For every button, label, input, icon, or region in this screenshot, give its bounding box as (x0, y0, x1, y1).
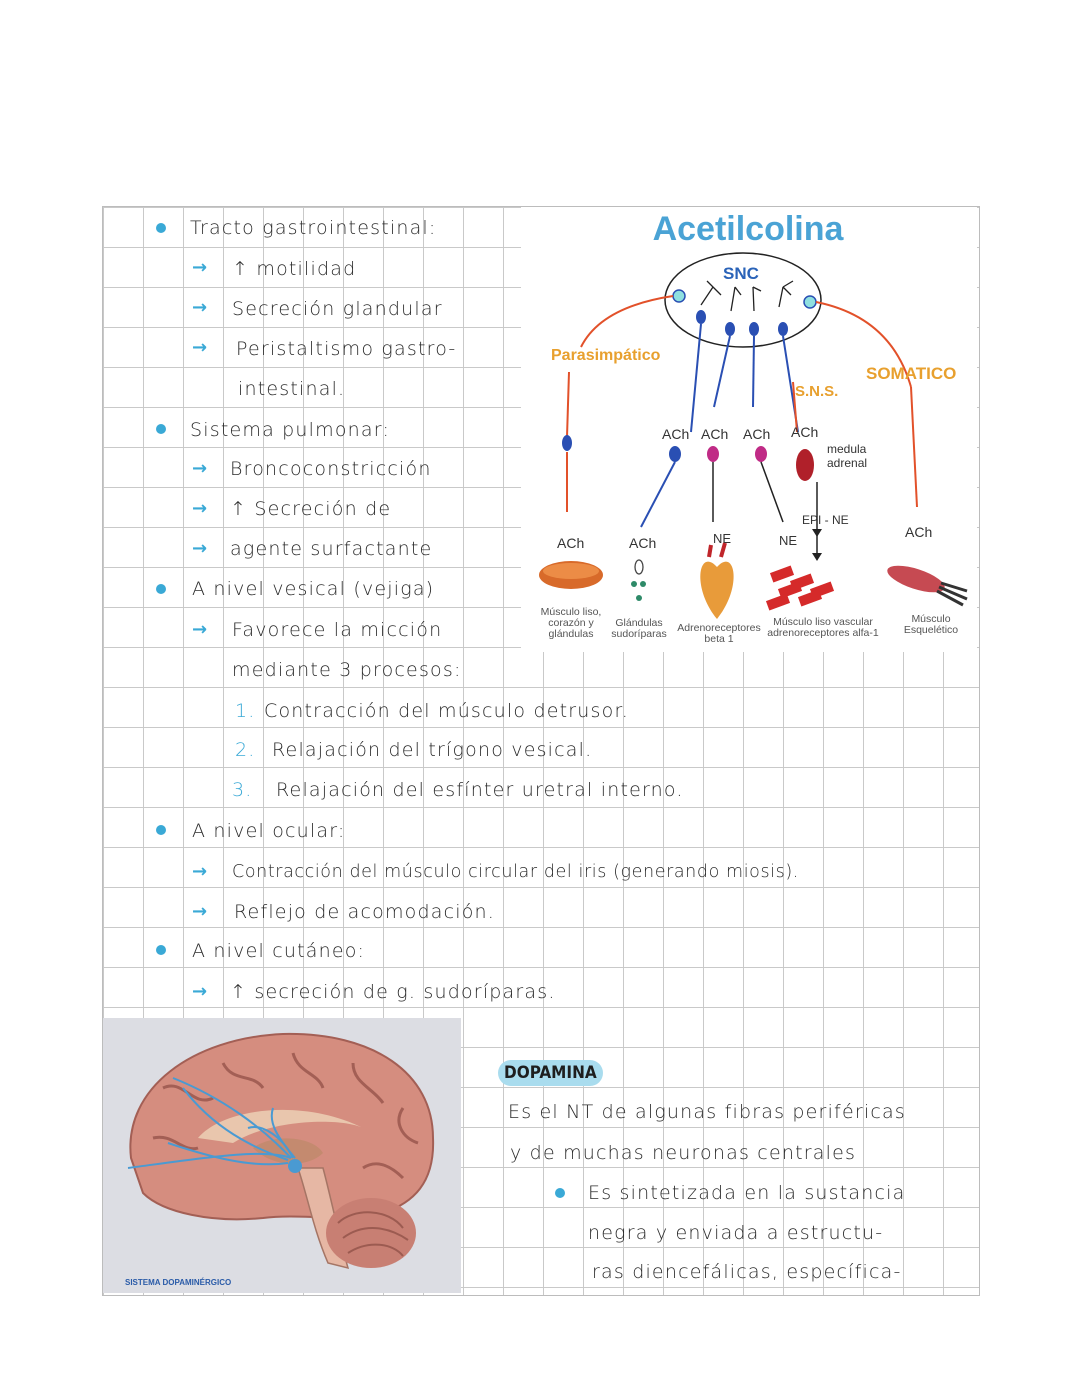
arrow-icon: → (192, 337, 208, 358)
list-number: 1. (235, 700, 256, 722)
note-line: Es el NT de algunas fibras periféricas (508, 1101, 906, 1123)
bullet-vesical (156, 584, 166, 594)
note-heading-cutaneo: A nivel cutáneo: (192, 940, 366, 962)
note-line: y de muchas neuronas centrales (510, 1142, 857, 1164)
ach-label: ACh (905, 524, 932, 540)
note-line: mediante 3 procesos: (232, 659, 462, 681)
medula-label: medula (827, 442, 867, 456)
arrow-icon: → (192, 901, 208, 922)
brain-label: SISTEMA DOPAMINÉRGICO (125, 1278, 231, 1287)
ne-label: NE (779, 533, 797, 548)
caption: beta 1 (704, 633, 733, 645)
note-line: Es sintetizada en la sustancia (588, 1182, 906, 1204)
caption: Esquelético (904, 624, 958, 636)
sns-label: S.N.S. (795, 383, 838, 400)
arrow-icon: → (192, 861, 208, 882)
somatico-label: SOMATICO (866, 364, 956, 383)
note-line: negra y enviada a estructu- (588, 1222, 884, 1244)
ach-label: ACh (743, 426, 770, 442)
ach-label: ACh (629, 535, 656, 551)
note-line: intestinal. (238, 378, 346, 400)
note-line: Favorece la micción (232, 619, 443, 641)
ach-label: ACh (557, 535, 584, 551)
caption: sudoríparas (611, 628, 666, 640)
note-line: Relajación del trígono vesical. (272, 739, 593, 761)
ach-label: ACh (701, 426, 728, 442)
arrow-icon: → (192, 297, 208, 318)
smooth-muscle-image (539, 561, 603, 589)
caption: adrenoreceptores alfa-1 (767, 627, 879, 639)
bullet-cutaneo (156, 945, 166, 955)
caption: Músculo liso vascular (773, 616, 873, 628)
note-line: Peristaltismo gastro- (236, 338, 457, 360)
note-line: Reflejo de acomodación. (234, 901, 496, 923)
note-line: Relajación del esfínter uretral interno. (276, 779, 684, 801)
note-heading-pulmonar: Sistema pulmonar: (190, 419, 391, 441)
note-line: Broncoconstricción (230, 458, 432, 480)
arrow-icon: → (192, 458, 208, 479)
acetilcolina-diagram: Acetilcolina SNC Parasimpático SOMATICO … (521, 207, 977, 652)
ach-label: ACh (791, 424, 818, 440)
note-line: ↑ motilidad (232, 258, 357, 280)
arrow-icon: → (192, 538, 208, 559)
list-number: 3. (232, 779, 253, 801)
vascular-muscle-image (765, 565, 835, 611)
caption: Adrenoreceptores (677, 622, 760, 634)
note-line: Secreción glandular (232, 298, 443, 320)
note-heading-vesical: A nivel vesical (vejiga) (192, 578, 435, 600)
ne-label: NE (713, 531, 731, 546)
note-line: Contracción del músculo detrusor. (264, 700, 629, 722)
snc-label: SNC (723, 264, 759, 283)
note-line: ras diencefálicas, específica- (592, 1261, 902, 1283)
arrow-icon: → (192, 981, 208, 1002)
note-line: agente surfactante (230, 538, 433, 560)
adrenal-label: adrenal (827, 456, 867, 470)
arrow-icon: → (192, 619, 208, 640)
caption: Músculo (911, 613, 950, 625)
bullet-ocular (156, 825, 166, 835)
epi-ne-label: EPI - NE (802, 513, 849, 527)
list-number: 2. (235, 739, 256, 761)
sweat-gland-image (631, 559, 646, 601)
brain-sagittal-image: SISTEMA DOPAMINÉRGICO (103, 1018, 461, 1293)
note-heading-tracto: Tracto gastrointestinal: (190, 217, 437, 239)
caption: Músculo liso, (541, 606, 602, 618)
snc-ellipse (664, 252, 822, 348)
note-line: ↑ secreción de g. sudoríparas. (230, 981, 556, 1003)
note-line: Contracción del músculo circular del iri… (232, 862, 799, 882)
note-line: ↑ Secreción de (230, 498, 392, 520)
parasimpatico-label: Parasimpático (551, 347, 661, 364)
caption: glándulas (549, 628, 594, 640)
heart-image (700, 542, 734, 619)
ach-label: ACh (662, 426, 689, 442)
caption: Glándulas (615, 617, 662, 629)
bullet-dopamina (555, 1188, 565, 1198)
bullet-tracto (156, 223, 166, 233)
ach-title: Acetilcolina (653, 210, 845, 248)
arrow-icon: → (192, 257, 208, 278)
note-heading-ocular: A nivel ocular: (192, 820, 346, 842)
arrow-icon: → (192, 498, 208, 519)
dopamina-title: DOPAMINA (498, 1060, 603, 1086)
skeletal-muscle-image (887, 565, 968, 607)
caption: corazón y (548, 617, 594, 629)
bullet-pulmonar (156, 424, 166, 434)
